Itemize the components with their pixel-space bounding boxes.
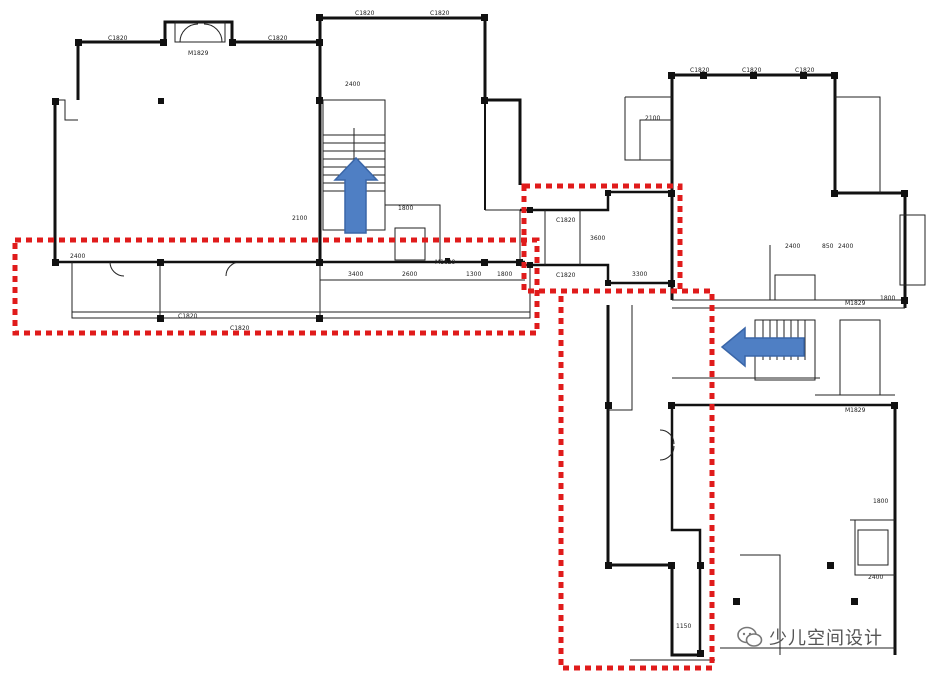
watermark-text: 少儿空间设计 bbox=[769, 628, 883, 649]
column bbox=[668, 280, 675, 287]
column bbox=[527, 207, 533, 213]
right-lower-wing bbox=[605, 305, 898, 661]
column bbox=[891, 402, 898, 409]
dimension-label: M1829 bbox=[845, 300, 866, 307]
dimension-label: 1800 bbox=[497, 271, 512, 278]
column bbox=[158, 98, 164, 104]
column bbox=[851, 598, 858, 605]
column bbox=[901, 297, 908, 304]
column bbox=[516, 259, 523, 266]
circulation-arrow-left-icon bbox=[720, 326, 805, 368]
column bbox=[316, 259, 323, 266]
dimension-label: 1800 bbox=[398, 205, 413, 212]
column bbox=[750, 72, 757, 79]
wechat-icon bbox=[737, 626, 763, 647]
column bbox=[668, 190, 675, 197]
dimension-label: C1820 bbox=[795, 67, 815, 74]
dimension-label: C1820 bbox=[690, 67, 710, 74]
dimension-label: 2400 bbox=[70, 253, 85, 260]
column bbox=[481, 259, 488, 266]
column bbox=[700, 72, 707, 79]
dimension-label: 2100 bbox=[645, 115, 660, 122]
column bbox=[481, 14, 488, 21]
dimension-label: 1800 bbox=[880, 295, 895, 302]
dimension-label: C1820 bbox=[430, 10, 450, 17]
column bbox=[316, 97, 323, 104]
right-stair bbox=[672, 319, 895, 396]
left-hall bbox=[52, 18, 531, 322]
column bbox=[668, 72, 675, 79]
dimension-label: 2400 bbox=[838, 243, 853, 250]
column bbox=[697, 650, 704, 657]
column bbox=[831, 190, 838, 197]
dimension-label: C1820 bbox=[108, 35, 128, 42]
connector-corridor bbox=[520, 190, 672, 286]
column bbox=[668, 562, 675, 569]
column bbox=[229, 39, 236, 46]
dimension-label: 850 bbox=[822, 243, 834, 250]
dimension-label: C1820 bbox=[556, 217, 576, 224]
column bbox=[605, 562, 612, 569]
column bbox=[75, 39, 82, 46]
dimension-label: 2600 bbox=[402, 271, 417, 278]
column bbox=[157, 259, 164, 266]
column bbox=[697, 562, 704, 569]
column bbox=[605, 402, 612, 409]
highlight-zone-right-corridor bbox=[558, 288, 715, 671]
column bbox=[827, 562, 834, 569]
circulation-arrow-up-icon bbox=[333, 156, 379, 234]
column bbox=[160, 39, 167, 46]
column bbox=[605, 280, 611, 286]
dimension-label: 3300 bbox=[632, 271, 647, 278]
dimension-labels: C1820 C1820 C1820 C1820 C1820 M1829 2400… bbox=[70, 10, 895, 630]
dimension-label: M1829 bbox=[435, 259, 456, 266]
dimension-label: M1829 bbox=[188, 50, 209, 57]
column bbox=[831, 72, 838, 79]
column bbox=[800, 72, 807, 79]
column bbox=[733, 598, 740, 605]
dimension-label: 1300 bbox=[466, 271, 481, 278]
dimension-label: 2400 bbox=[345, 81, 360, 88]
dimension-label: M1829 bbox=[845, 407, 866, 414]
dimension-label: C1820 bbox=[268, 35, 288, 42]
highlight-zones bbox=[12, 183, 715, 671]
dimension-label: 3600 bbox=[590, 235, 605, 242]
column bbox=[316, 14, 323, 21]
column bbox=[52, 259, 59, 266]
column bbox=[901, 190, 908, 197]
column bbox=[445, 258, 450, 263]
column bbox=[316, 315, 323, 322]
dimension-label: 2400 bbox=[785, 243, 800, 250]
column bbox=[481, 97, 488, 104]
dimension-label: C1820 bbox=[230, 325, 250, 332]
dimension-label: 2400 bbox=[868, 574, 883, 581]
highlight-zone-left-corridor bbox=[12, 237, 540, 336]
column bbox=[605, 190, 611, 196]
dimension-label: 2100 bbox=[292, 215, 307, 222]
column bbox=[316, 39, 323, 46]
dimension-label: C1820 bbox=[178, 313, 198, 320]
dimension-label: C1820 bbox=[742, 67, 762, 74]
dimension-label: 3400 bbox=[348, 271, 363, 278]
column bbox=[157, 315, 164, 322]
dimension-label: 1150 bbox=[676, 623, 691, 630]
column bbox=[668, 402, 675, 409]
column bbox=[52, 98, 59, 105]
watermark: 少儿空间设计 bbox=[737, 624, 883, 650]
highlight-zone-connector bbox=[521, 183, 683, 294]
dimension-label: C1820 bbox=[355, 10, 375, 17]
column bbox=[527, 262, 533, 268]
dimension-label: 1800 bbox=[873, 498, 888, 505]
right-upper-block bbox=[624, 72, 926, 309]
dimension-label: C1820 bbox=[556, 272, 576, 279]
